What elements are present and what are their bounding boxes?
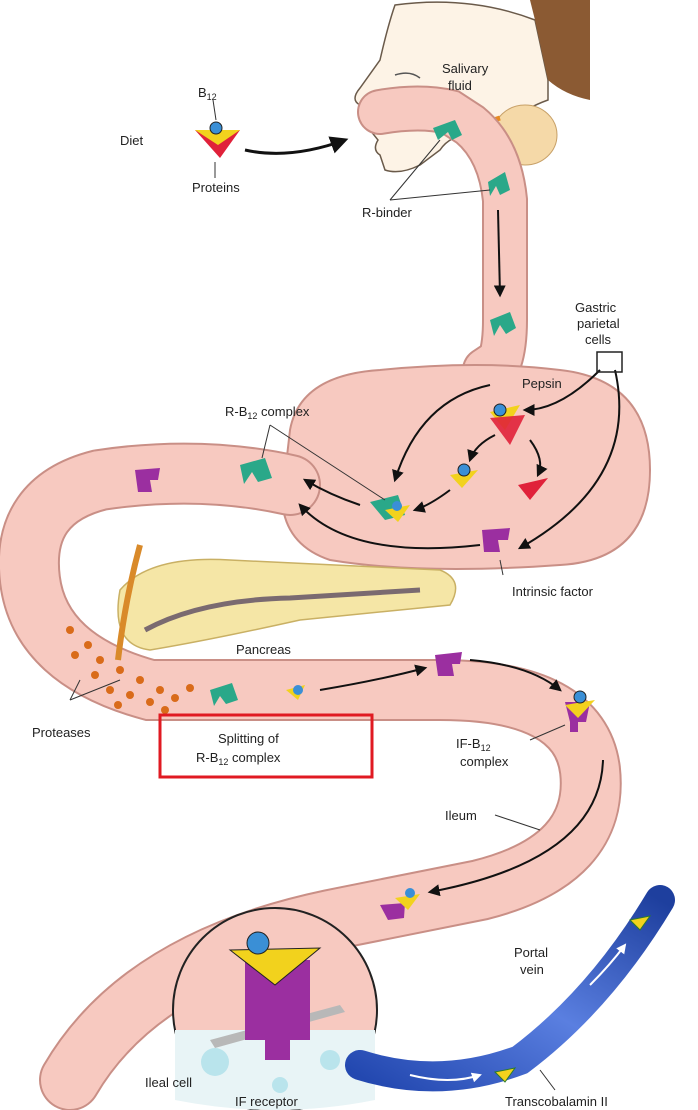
label-portal-2: vein <box>520 962 544 977</box>
label-gastric-2: parietal <box>577 316 620 331</box>
label-transcobalamin: Transcobalamin II <box>505 1094 608 1109</box>
label-ileum: Ileum <box>445 808 477 823</box>
label-diet: Diet <box>120 133 144 148</box>
label-b12: B12 <box>198 85 217 102</box>
label-salivary-2: fluid <box>448 78 472 93</box>
label-if-b12-complex: complex <box>460 754 509 769</box>
diet-arrow <box>245 140 345 153</box>
gastric-cells-box <box>597 352 622 372</box>
label-splitting-1: Splitting of <box>218 731 279 746</box>
label-proteins: Proteins <box>192 180 240 195</box>
label-if-b12: IF-B12 <box>456 736 491 753</box>
label-pancreas: Pancreas <box>236 642 291 657</box>
label-if-b12-sub: 12 <box>481 743 491 753</box>
label-intrinsic-factor: Intrinsic factor <box>512 584 594 599</box>
label-r-b12-complex-sub: 12 <box>247 411 257 421</box>
diet-b12-protein <box>195 122 240 158</box>
splitting-highlight-box <box>160 715 372 777</box>
ileal-cell-inset <box>173 908 377 1110</box>
label-gastric-3: cells <box>585 332 612 347</box>
label-splitting-2: R-B12 complex <box>196 750 281 767</box>
label-splitting-2-sub: 12 <box>218 757 228 767</box>
label-ileal-cell: Ileal cell <box>145 1075 192 1090</box>
label-r-b12-complex: R-B12 complex <box>225 404 310 421</box>
label-b12-sub: 12 <box>207 92 217 102</box>
label-if-receptor: IF receptor <box>235 1094 299 1109</box>
label-pepsin: Pepsin <box>522 376 562 391</box>
label-proteases: Proteases <box>32 725 91 740</box>
label-r-binder: R-binder <box>362 205 413 220</box>
label-salivary-1: Salivary <box>442 61 489 76</box>
label-gastric-1: Gastric <box>575 300 617 315</box>
label-portal-1: Portal <box>514 945 548 960</box>
